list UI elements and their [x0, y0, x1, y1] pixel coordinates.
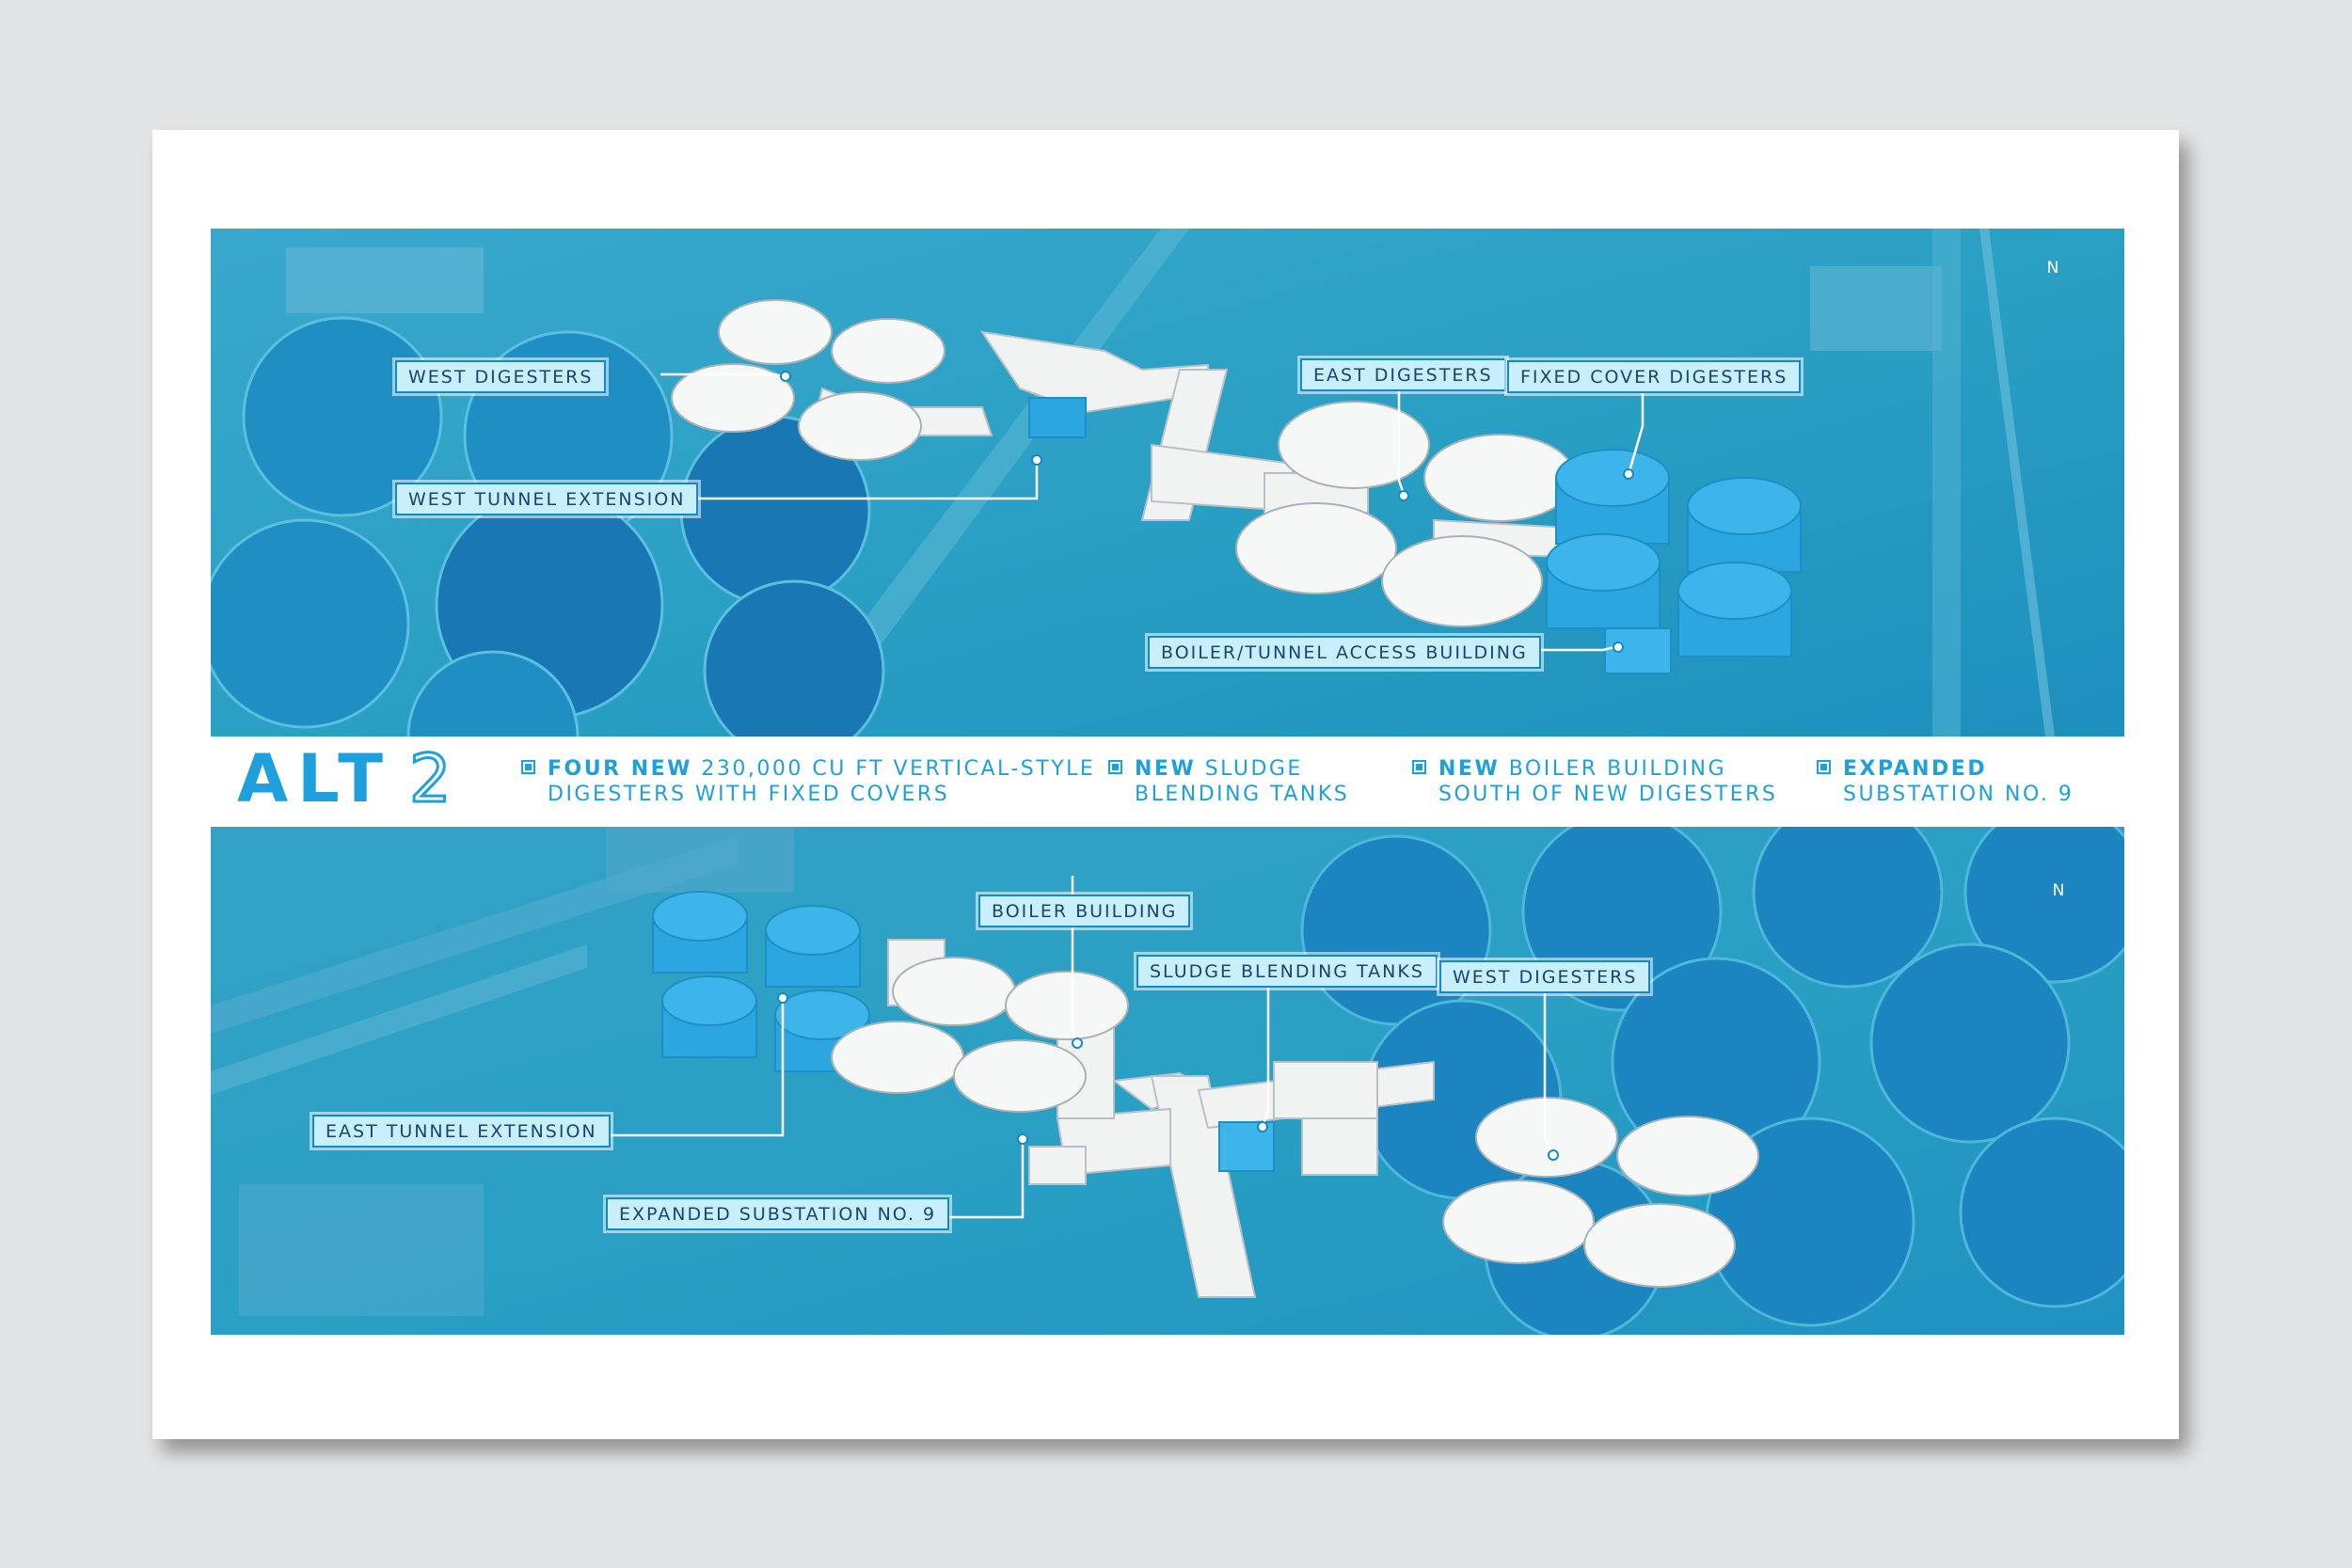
title-number: 2 — [407, 740, 461, 818]
legend-item-substation: EXPANDED SUBSTATION NO. 9 — [1817, 756, 2074, 807]
north-arrow-icon — [2028, 259, 2124, 736]
callout-fixed-cover-digesters: FIXED COVER DIGESTERS — [1507, 360, 1802, 393]
legend-item-digesters: FOUR NEW 230,000 CU FT VERTICAL-STYLE DI… — [521, 756, 1096, 807]
aerial-illustration-south — [211, 827, 2124, 1335]
legend-line2: SUBSTATION NO. 9 — [1843, 783, 2074, 806]
legend-bold: EXPANDED — [1843, 757, 1988, 781]
callout-sludge-blending-tanks: SLUDGE BLENDING TANKS — [1136, 955, 1438, 988]
legend-bullet-icon — [1817, 760, 1831, 774]
legend-bold: FOUR NEW — [548, 757, 692, 781]
legend-item-sludge-tanks: NEW SLUDGE BLENDING TANKS — [1108, 756, 1350, 807]
callout-boiler-tunnel-access-building: BOILER/TUNNEL ACCESS BUILDING — [1148, 636, 1541, 669]
legend-line2: BLENDING TANKS — [1135, 783, 1350, 806]
legend-line2: SOUTH OF NEW DIGESTERS — [1438, 783, 1778, 806]
legend-text: BOILER BUILDING — [1500, 757, 1727, 781]
callout-boiler-building: BOILER BUILDING — [978, 895, 1191, 927]
callout-west-digesters-south: WEST DIGESTERS — [1439, 960, 1651, 993]
aerial-view-north: WEST DIGESTERS WEST TUNNEL EXTENSION EAS… — [211, 229, 2124, 736]
callout-east-digesters: EAST DIGESTERS — [1300, 358, 1506, 391]
north-label: N — [2052, 881, 2065, 900]
callout-expanded-substation: EXPANDED SUBSTATION NO. 9 — [606, 1197, 950, 1230]
south-arrow-icon — [2034, 876, 2124, 1335]
legend-bullet-icon — [1412, 760, 1426, 774]
callout-east-tunnel-extension: EAST TUNNEL EXTENSION — [312, 1115, 611, 1148]
callout-west-digesters: WEST DIGESTERS — [395, 360, 607, 393]
north-indicator-top: N — [2028, 259, 2077, 283]
north-indicator-bottom: N — [2034, 876, 2083, 900]
north-label: N — [2046, 259, 2059, 277]
legend-item-boiler-building: NEW BOILER BUILDING SOUTH OF NEW DIGESTE… — [1412, 756, 1778, 807]
legend-bold: NEW — [1135, 757, 1197, 781]
legend-bold: NEW — [1438, 757, 1501, 781]
legend-line2: DIGESTERS WITH FIXED COVERS — [548, 783, 950, 806]
legend-bullet-icon — [1108, 760, 1122, 774]
legend-text: SLUDGE — [1196, 757, 1303, 781]
legend-bullet-icon — [521, 760, 535, 774]
callout-west-tunnel-extension: WEST TUNNEL EXTENSION — [395, 483, 699, 515]
aerial-view-south: BOILER BUILDING SLUDGE BLENDING TANKS WE… — [211, 827, 2124, 1335]
title-prefix: ALT — [237, 740, 392, 817]
aerial-illustration-north — [211, 229, 2124, 736]
legend-text: 230,000 CU FT VERTICAL-STYLE — [691, 757, 1096, 781]
